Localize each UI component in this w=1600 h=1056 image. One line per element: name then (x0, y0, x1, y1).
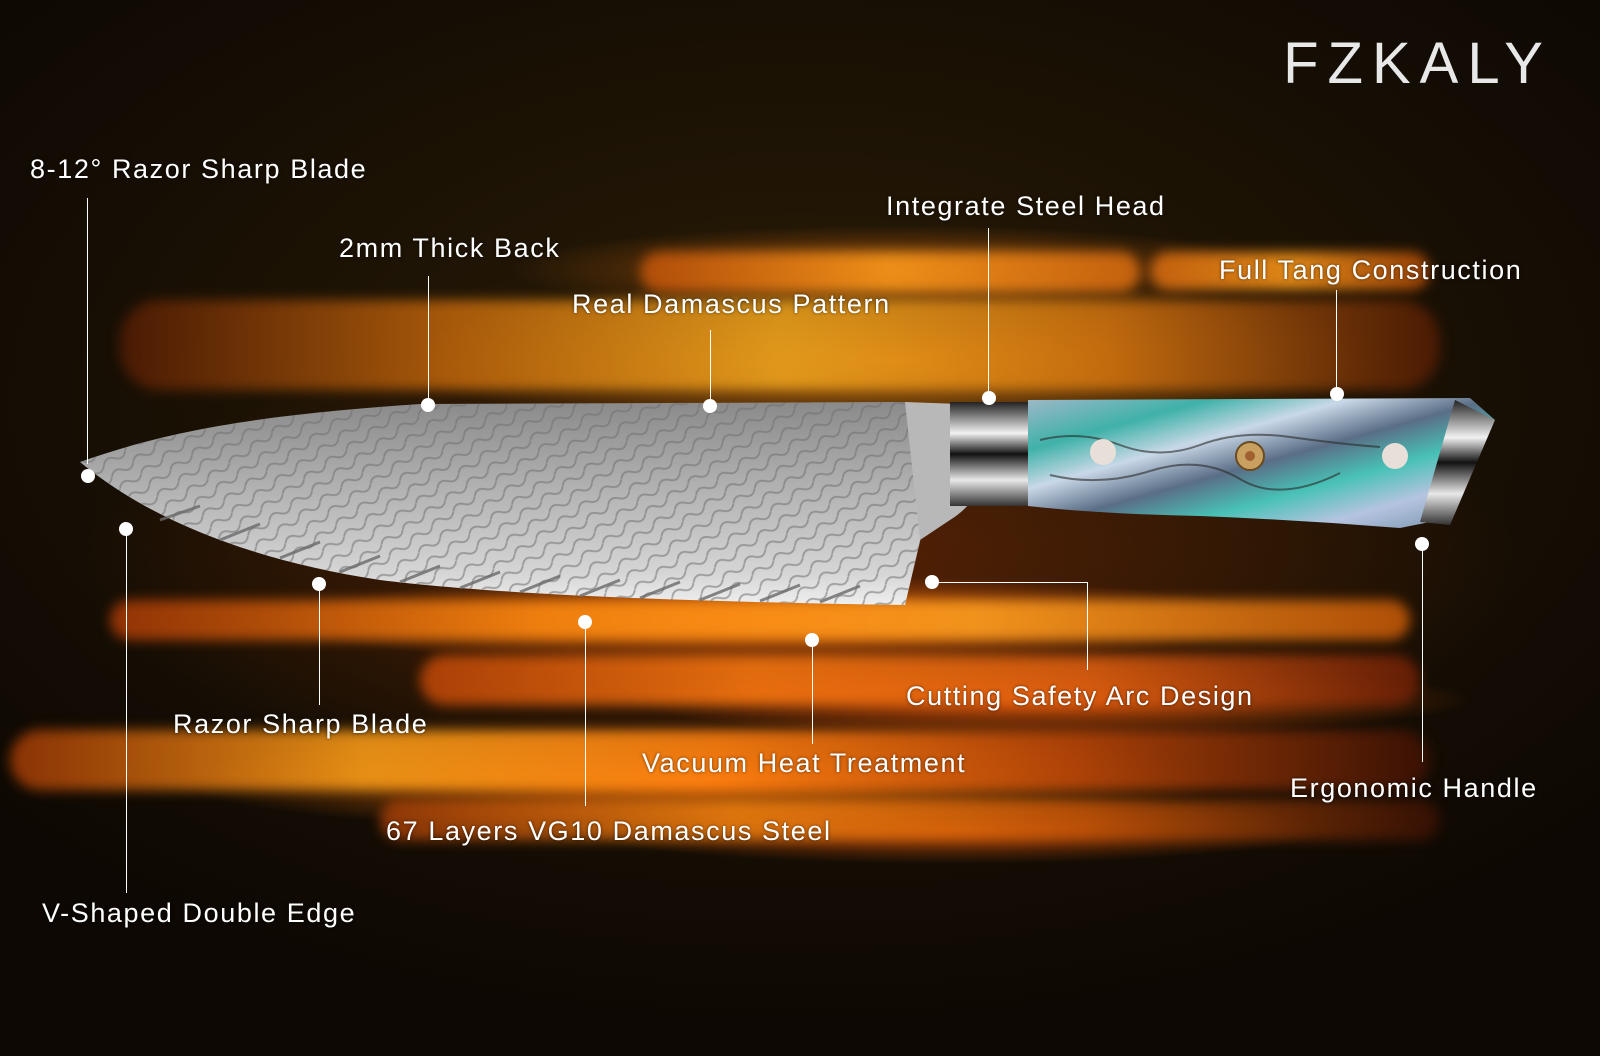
grill-glow-band (380, 800, 1440, 840)
leader-line (428, 276, 429, 401)
callout-heat-treatment: Vacuum Heat Treatment (642, 748, 967, 778)
callout-dot (982, 391, 996, 405)
leader-line (1422, 548, 1423, 762)
leader-line (812, 644, 813, 744)
leader-line (126, 533, 127, 893)
leader-line (585, 626, 586, 806)
grill-glow-band (420, 655, 1420, 705)
callout-steel-head: Integrate Steel Head (886, 191, 1166, 221)
callout-dot (703, 399, 717, 413)
callout-razor-sharp-blade-angle: 8-12° Razor Sharp Blade (30, 154, 368, 184)
leader-line (1087, 582, 1088, 670)
callout-double-edge: V-Shaped Double Edge (42, 898, 357, 928)
brand-logo: FZKALY (1283, 31, 1552, 96)
callout-razor-sharp-blade: Razor Sharp Blade (173, 709, 429, 739)
callout-ergonomic-handle: Ergonomic Handle (1290, 773, 1538, 803)
leader-line (87, 198, 88, 464)
grill-glow-band (1150, 252, 1430, 290)
callout-damascus-layers: 67 Layers VG10 Damascus Steel (386, 816, 832, 846)
callout-dot (421, 398, 435, 412)
callout-dot (119, 522, 133, 536)
callout-damascus-pattern: Real Damascus Pattern (572, 289, 891, 319)
grill-glow-band (110, 600, 1410, 640)
callout-dot (1415, 537, 1429, 551)
callout-dot (81, 469, 95, 483)
callout-full-tang: Full Tang Construction (1219, 255, 1523, 285)
callout-dot (805, 633, 819, 647)
leader-line (936, 582, 1087, 583)
callout-dot (925, 575, 939, 589)
callout-dot (578, 615, 592, 629)
grill-glow-band (120, 300, 1440, 390)
callout-safety-arc: Cutting Safety Arc Design (906, 681, 1254, 711)
leader-line (988, 228, 989, 394)
callout-thick-back: 2mm Thick Back (339, 233, 561, 263)
grill-glow-band (10, 730, 1430, 790)
callout-dot (312, 577, 326, 591)
leader-line (710, 330, 711, 402)
leader-line (319, 588, 320, 705)
leader-line (1336, 290, 1337, 390)
callout-dot (1330, 387, 1344, 401)
grill-glow-band (640, 252, 1140, 292)
